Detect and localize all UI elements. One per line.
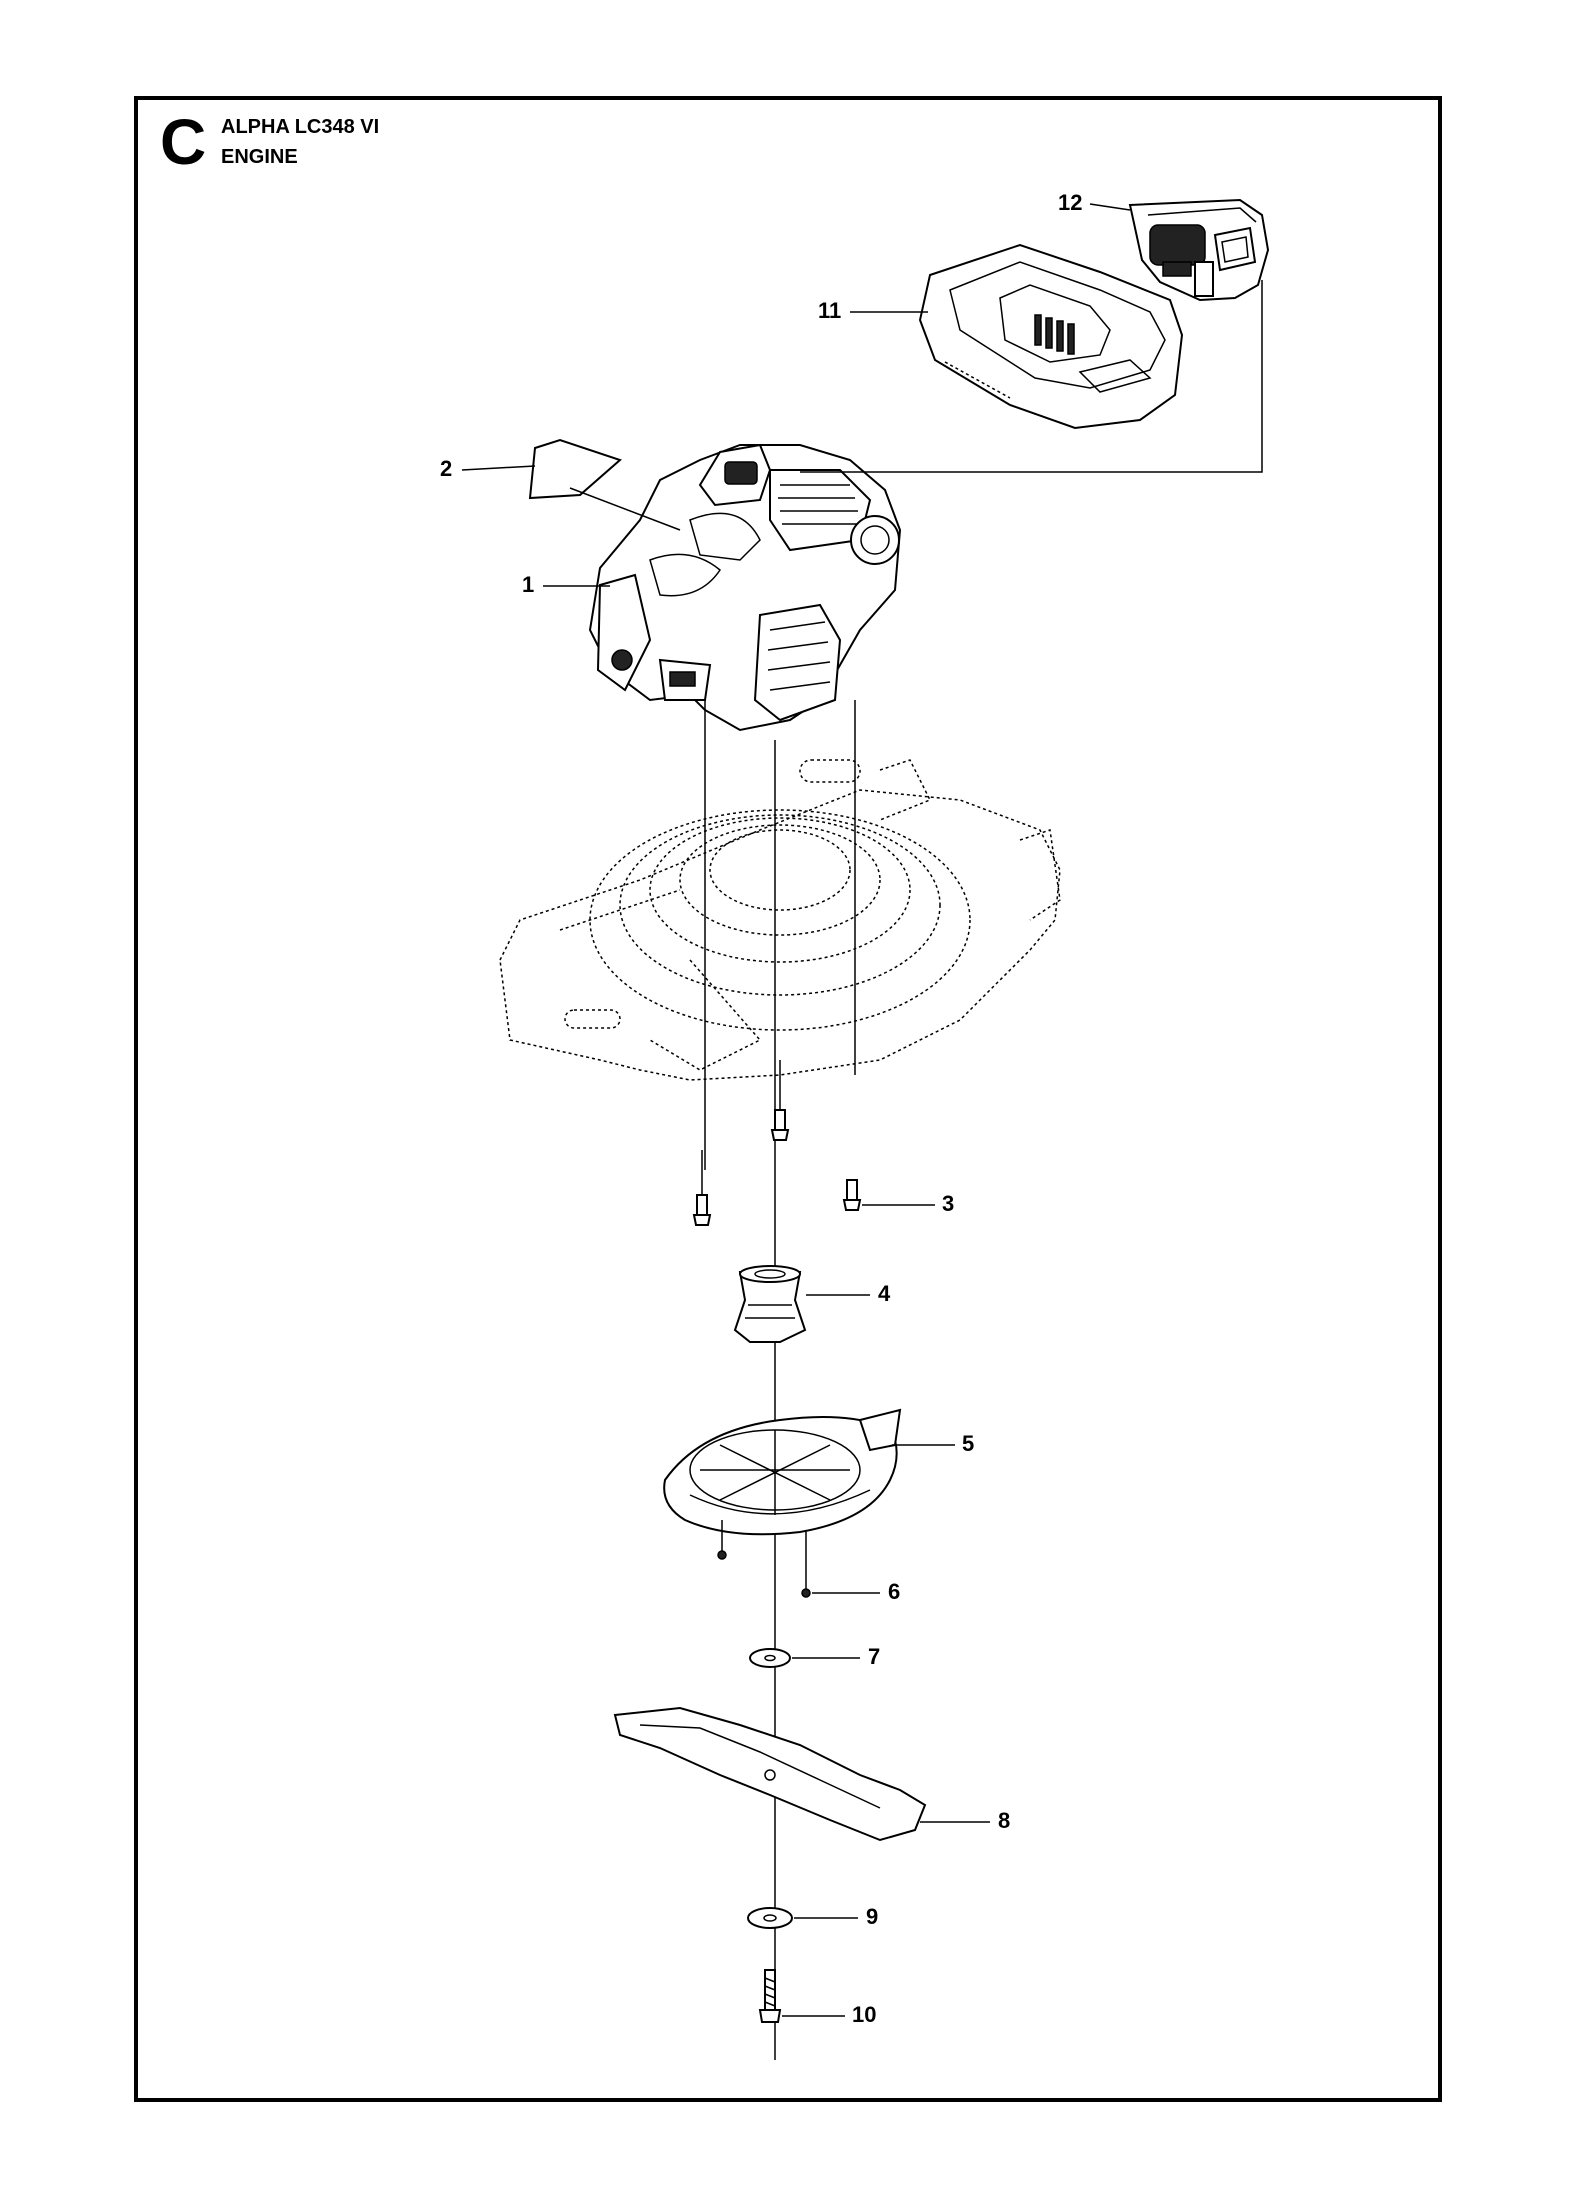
blade-hub-part <box>663 1408 902 1536</box>
model-name: ALPHA LC348 VI <box>221 116 380 138</box>
page-frame <box>134 96 1442 2102</box>
callout-2: 2 <box>440 456 453 481</box>
callout-9: 9 <box>866 1904 879 1929</box>
callout-7: 7 <box>868 1644 881 1669</box>
page-title: ALPHA LC348 VI ENGINE <box>221 112 379 172</box>
decal-part <box>528 438 622 500</box>
blade-part <box>613 1706 927 1842</box>
charger-part <box>918 243 1184 430</box>
engine-part <box>588 443 902 732</box>
washer-part <box>749 1648 791 1668</box>
leader-lines <box>461 203 1263 2017</box>
callout-8: 8 <box>998 1808 1011 1833</box>
callout-10: 10 <box>852 2002 877 2027</box>
adapter-part <box>733 1265 807 1343</box>
screw-part <box>717 1520 811 1598</box>
callout-6: 6 <box>888 1579 901 1604</box>
callout-1: 1 <box>522 572 535 597</box>
section-letter: C <box>160 106 207 178</box>
callout-5: 5 <box>962 1431 975 1456</box>
blade-bolt-part <box>758 1969 782 2023</box>
washer-part-2 <box>747 1907 793 1929</box>
callout-11: 11 <box>818 298 842 323</box>
mower-deck-reference <box>499 759 1061 1081</box>
group-name: ENGINE <box>221 146 298 168</box>
battery-part <box>1128 198 1270 302</box>
callout-4: 4 <box>878 1281 891 1306</box>
callout-12: 12 <box>1058 190 1083 215</box>
bolt-part <box>692 1060 862 1226</box>
callout-3: 3 <box>942 1191 955 1216</box>
